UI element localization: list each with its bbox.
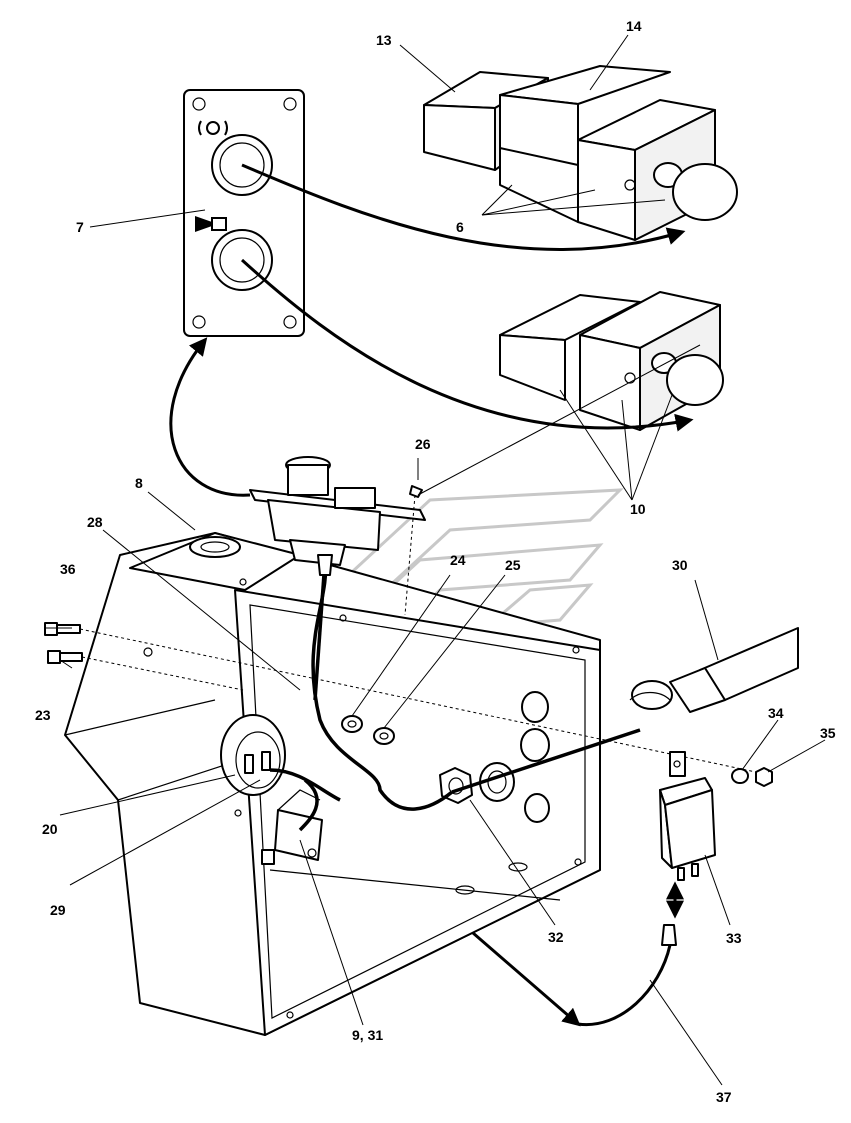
wiring-harness bbox=[269, 559, 641, 832]
callout-37: 37 bbox=[716, 1089, 732, 1105]
mounting-screws bbox=[44, 622, 771, 776]
lamp-socket bbox=[220, 714, 286, 796]
callout-13: 13 bbox=[376, 32, 392, 48]
horn-switch-assembly bbox=[499, 291, 724, 431]
callout-6: 6 bbox=[456, 219, 464, 235]
callout-28: 28 bbox=[87, 514, 103, 530]
callout-33: 33 bbox=[726, 930, 742, 946]
callout-24: 24 bbox=[450, 552, 466, 568]
callout-30: 30 bbox=[672, 557, 688, 573]
callout-34: 34 bbox=[768, 705, 784, 721]
callout-29: 29 bbox=[50, 902, 66, 918]
callout-9-31: 9, 31 bbox=[352, 1027, 383, 1043]
leader-lines bbox=[45, 34, 826, 1086]
light-symbol-icon bbox=[198, 120, 228, 136]
relay-unit bbox=[659, 751, 773, 946]
callout-14: 14 bbox=[626, 18, 642, 34]
callout-23: 23 bbox=[35, 707, 51, 723]
callout-8: 8 bbox=[135, 475, 143, 491]
callout-35: 35 bbox=[820, 725, 836, 741]
top-mounted-switch bbox=[249, 456, 426, 616]
callout-7: 7 bbox=[76, 219, 84, 235]
callout-26: 26 bbox=[415, 436, 431, 452]
light-switch-assembly bbox=[423, 65, 738, 241]
horn-symbol-icon bbox=[195, 216, 227, 232]
switch-housing-box bbox=[64, 532, 601, 1036]
callout-20: 20 bbox=[42, 821, 58, 837]
callout-25: 25 bbox=[505, 557, 521, 573]
callout-32: 32 bbox=[548, 929, 564, 945]
callout-36: 36 bbox=[60, 561, 76, 577]
sheathed-cable bbox=[629, 627, 799, 713]
callout-labels: 13 14 6 7 8 10 26 28 24 25 30 36 23 34 3… bbox=[35, 18, 836, 1105]
callout-10: 10 bbox=[630, 501, 646, 517]
micro-switch bbox=[261, 789, 323, 865]
